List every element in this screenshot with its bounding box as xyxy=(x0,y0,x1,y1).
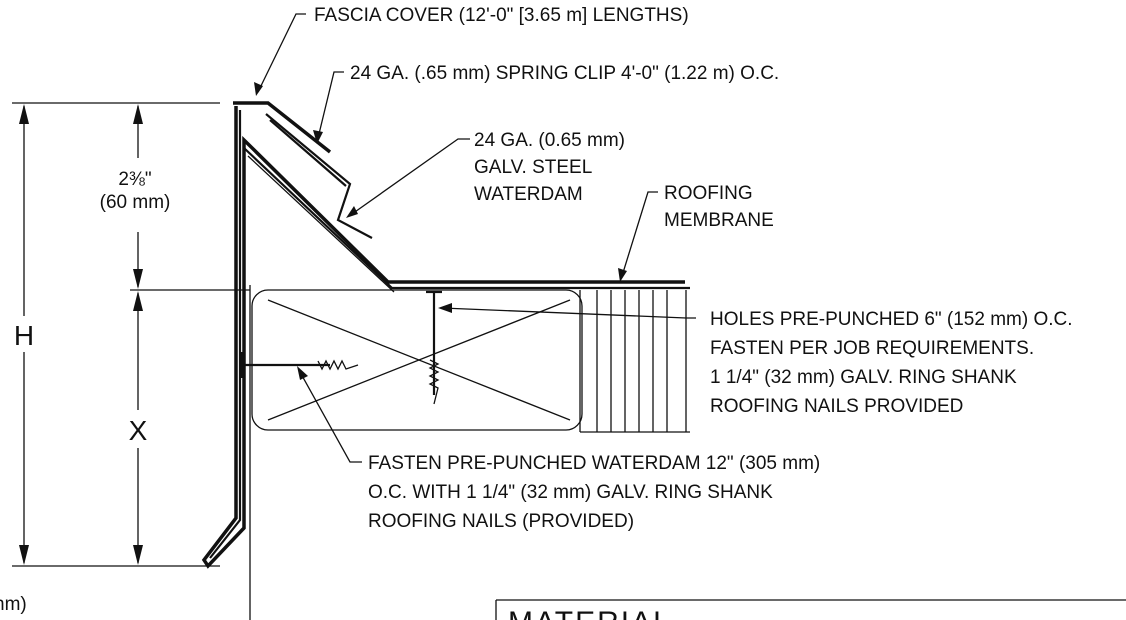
fascia-cover xyxy=(201,101,685,569)
vertical-nail xyxy=(426,290,442,405)
holes-label: HOLES PRE-PUNCHED 6" (152 mm) O.C. FASTE… xyxy=(710,309,1073,417)
spring-clip xyxy=(265,113,373,239)
svg-text:1 1/4" (32 mm) GALV. RING SHAN: 1 1/4" (32 mm) GALV. RING SHANK xyxy=(710,367,1017,388)
leader-spring-clip xyxy=(313,71,344,144)
dimension-x-label: X xyxy=(129,415,148,446)
leader-fasten xyxy=(297,366,362,463)
dimension-top-fraction: 2⅜" xyxy=(118,169,151,190)
spring-clip-label: 24 GA. (.65 mm) SPRING CLIP 4'-0" (1.22 … xyxy=(350,63,779,84)
svg-text:FASTEN PRE-PUNCHED WATERDAM 12: FASTEN PRE-PUNCHED WATERDAM 12" (305 mm) xyxy=(368,453,820,474)
fascia-cover-label: FASCIA COVER (12'-0" [3.65 m] LENGTHS) xyxy=(314,5,689,26)
svg-text:O.C. WITH 1 1/4" (32 mm) GALV.: O.C. WITH 1 1/4" (32 mm) GALV. RING SHAN… xyxy=(368,482,773,503)
dimension-h-label: H xyxy=(14,320,34,351)
leader-membrane xyxy=(618,191,658,282)
svg-text:24 GA. (0.65 mm): 24 GA. (0.65 mm) xyxy=(474,130,625,151)
svg-text:ROOFING NAILS PROVIDED: ROOFING NAILS PROVIDED xyxy=(710,396,963,417)
leader-waterdam xyxy=(346,138,470,218)
material-block: MATERIAL xyxy=(495,599,1126,620)
svg-text:ROOFING NAILS (PROVIDED): ROOFING NAILS (PROVIDED) xyxy=(368,511,634,532)
leader-fascia-cover xyxy=(254,13,306,96)
membrane-label: ROOFING MEMBRANE xyxy=(664,183,774,231)
svg-text:GALV. STEEL: GALV. STEEL xyxy=(474,157,592,178)
horizontal-nail xyxy=(240,352,359,378)
leader-holes xyxy=(438,303,696,319)
wood-nailer xyxy=(251,289,583,431)
svg-text:WATERDAM: WATERDAM xyxy=(474,184,583,205)
dimension-top-metric: (60 mm) xyxy=(100,192,171,213)
dimension-x: 2⅜" (60 mm) X xyxy=(100,104,250,565)
dimension-h: H xyxy=(12,102,220,567)
svg-text:MEMBRANE: MEMBRANE xyxy=(664,210,774,231)
waterdam xyxy=(243,147,690,293)
fasten-label: FASTEN PRE-PUNCHED WATERDAM 12" (305 mm)… xyxy=(368,453,820,532)
material-title: MATERIAL xyxy=(508,606,672,620)
cut-off-dimension-label: nm) xyxy=(0,594,27,615)
svg-text:HOLES PRE-PUNCHED 6" (152 mm): HOLES PRE-PUNCHED 6" (152 mm) O.C. xyxy=(710,309,1073,330)
waterdam-label: 24 GA. (0.65 mm) GALV. STEEL WATERDAM xyxy=(474,130,625,205)
roofing-membrane xyxy=(579,290,690,433)
svg-text:FASTEN PER JOB REQUIREMENTS.: FASTEN PER JOB REQUIREMENTS. xyxy=(710,338,1034,359)
svg-text:ROOFING: ROOFING xyxy=(664,183,753,204)
